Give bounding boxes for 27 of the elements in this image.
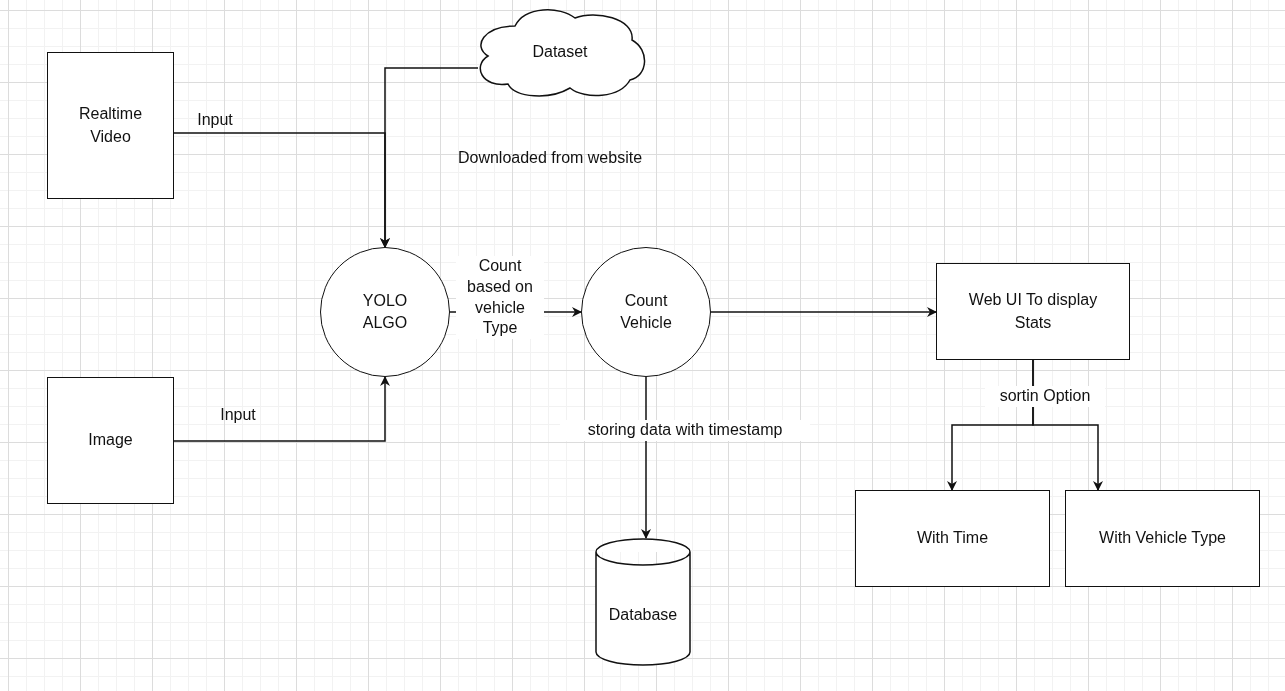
edge-label: sortin Option [985, 386, 1105, 407]
process-box [936, 263, 1130, 360]
node-label: Web UI To display Stats [967, 290, 1099, 333]
edge-label: Count based on vehicle Type [456, 256, 544, 340]
node-label: YOLO ALGO [361, 290, 409, 333]
node-label: Count Vehicle [619, 290, 673, 333]
node-label: Database [607, 604, 679, 625]
node-label: With Time [915, 528, 990, 549]
edge-label: Input [219, 405, 257, 425]
arrow [710, 307, 937, 317]
edge-label: storing data with timestamp [560, 420, 810, 441]
arrow [1032, 359, 1103, 491]
node-label: Image [87, 430, 134, 451]
process-box [47, 52, 174, 199]
edge-label: Input [196, 110, 234, 130]
node-label: With Vehicle Type [1098, 528, 1227, 549]
database-cylinder [595, 538, 691, 666]
process-box [855, 490, 1050, 587]
arrow [380, 67, 479, 248]
node-label: Realtime Video [77, 104, 144, 147]
process-box [47, 377, 174, 504]
edge-label: Downloaded from website [456, 148, 644, 168]
arrow [641, 376, 651, 539]
process-box [1065, 490, 1260, 587]
arrow [173, 376, 390, 442]
process-circle [581, 247, 711, 377]
node-label: Dataset [531, 41, 589, 62]
